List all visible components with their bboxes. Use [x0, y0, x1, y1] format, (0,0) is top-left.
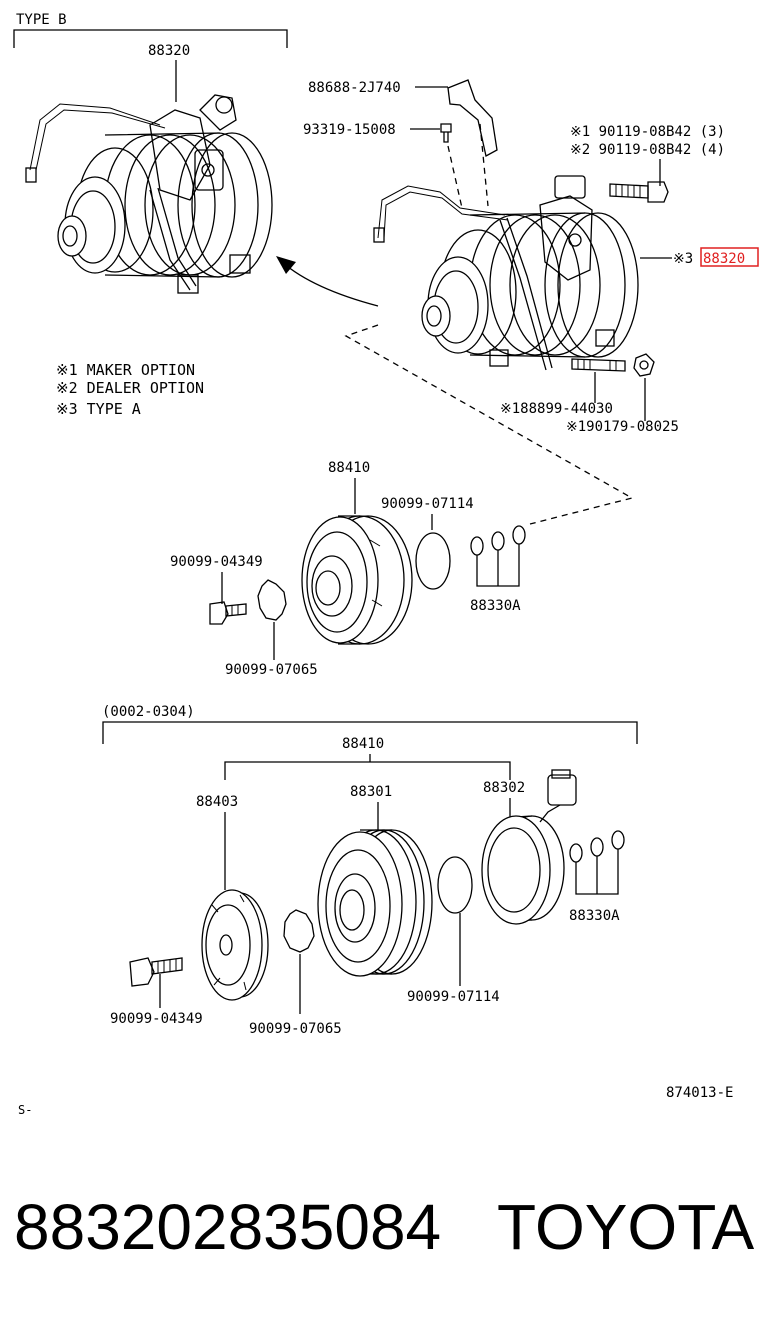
footer-brand: TOYOTA	[497, 1191, 755, 1263]
pulley-label: 88301	[350, 784, 392, 800]
corner-mark: S-	[18, 1103, 32, 1117]
snap-ring-2	[437, 856, 473, 914]
clutch-assembly-1	[301, 515, 413, 645]
bolt-1	[209, 601, 247, 625]
legend-type-a: ※3 TYPE A	[56, 400, 141, 418]
bolt-type-a	[609, 181, 669, 203]
bracket-part-label: 88688-2J740	[308, 80, 401, 96]
figure-code: 874013-E	[666, 1085, 733, 1101]
legend-dealer-option: ※2 DEALER OPTION	[56, 379, 204, 397]
compressor-ref-prefix: ※3	[673, 251, 693, 267]
nut-part-label: ※190179-08025	[566, 419, 679, 435]
compressor-type-b	[25, 94, 273, 294]
snap-ring-label-1: 90099-07114	[381, 496, 474, 512]
hub	[201, 889, 269, 1001]
bolt-label-1: 90099-04349	[170, 554, 263, 570]
bracket	[447, 79, 498, 157]
field-coil	[481, 769, 577, 925]
type-b-part-label: 88320	[148, 43, 190, 59]
type-b-label: TYPE B	[16, 12, 67, 28]
stud-bolt	[571, 358, 626, 372]
screw	[440, 123, 452, 143]
screw-part-label: 93319-15008	[303, 122, 396, 138]
snap-ring-label-2: 90099-07114	[407, 989, 500, 1005]
shims-2	[569, 830, 625, 895]
bolt-2	[129, 957, 183, 987]
coil-label: 88302	[483, 780, 525, 796]
compressor-type-a	[373, 175, 639, 371]
bolt-note-2: ※2 90119-08B42 (4)	[570, 142, 725, 158]
pulley	[317, 829, 433, 977]
washer-label-2: 90099-07065	[249, 1021, 342, 1037]
nut	[633, 353, 655, 377]
stud-part-label: ※188899-44030	[500, 401, 613, 417]
bolt-label-2: 90099-04349	[110, 1011, 203, 1027]
shim-label-1: 88330A	[470, 598, 521, 614]
footer-part-number: 883202835084	[14, 1191, 442, 1263]
clutch-assy-label-1: 88410	[328, 460, 370, 476]
compressor-ref-label: 88320	[703, 251, 745, 267]
shims-1	[470, 525, 526, 587]
range-label: (0002-0304)	[102, 704, 195, 720]
legend-maker-option: ※1 MAKER OPTION	[56, 361, 195, 379]
shim-label-2: 88330A	[569, 908, 620, 924]
clutch-assy-label-2: 88410	[342, 736, 384, 752]
compressor-ref-highlight	[700, 247, 759, 267]
washer-1	[257, 579, 287, 621]
snap-ring-1	[415, 532, 451, 590]
hub-label: 88403	[196, 794, 238, 810]
bolt-note-1: ※1 90119-08B42 (3)	[570, 124, 725, 140]
washer-label-1: 90099-07065	[225, 662, 318, 678]
washer-2	[283, 909, 315, 953]
